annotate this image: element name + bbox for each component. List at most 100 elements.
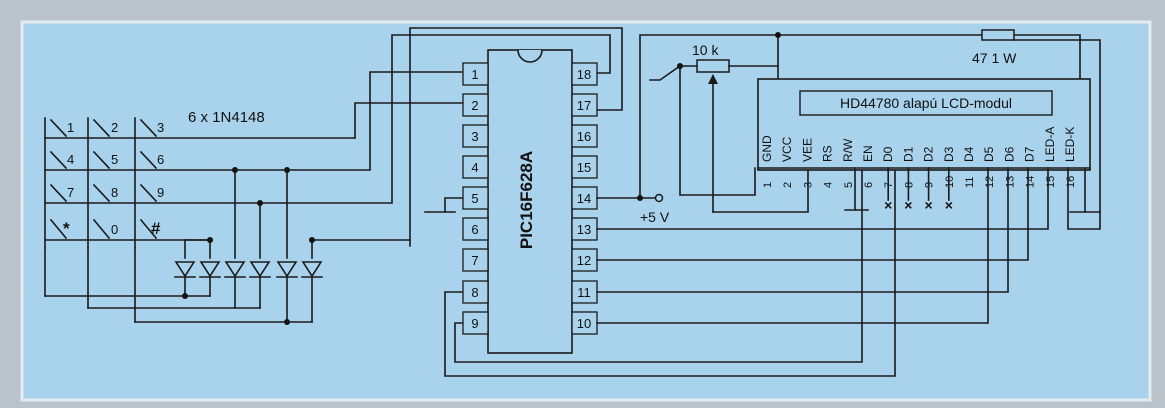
key-star: * — [63, 219, 70, 238]
pic-pin-label: 2 — [471, 98, 478, 113]
pic-pin-label: 18 — [577, 67, 591, 82]
key-3: 3 — [157, 120, 164, 135]
key-7: 7 — [67, 185, 74, 200]
resistor-label: 47 1 W — [972, 50, 1017, 66]
key-1: 1 — [67, 120, 74, 135]
lcd-pin-number: 7 — [883, 182, 895, 188]
lcd-pins: GND 1 VCC 2 VEE 3 RS 4 R/W 5 EN 6 D0 7 D1 8 D2 9 D3 10 D4 11 D… — [760, 127, 1077, 213]
lcd-pin-number: 6 — [863, 182, 875, 188]
pic-right-pins: 18 17 16 15 14 13 12 11 10 — [571, 62, 598, 335]
lcd-pin-number: 8 — [903, 182, 915, 188]
no-connect-mark: × — [904, 197, 912, 213]
lcd-pin-name: D7 — [1023, 146, 1037, 162]
pic-pin-3 — [462, 124, 489, 148]
key-hash: # — [151, 219, 161, 238]
pic-pin-label: 15 — [577, 160, 591, 175]
lcd-pin-name: EN — [861, 145, 875, 162]
key-6: 6 — [157, 152, 164, 167]
key-9: 9 — [157, 185, 164, 200]
lcd-pin-name: RS — [821, 145, 835, 162]
lcd-pin-name: D0 — [881, 146, 895, 162]
pic-pin-7 — [462, 248, 489, 272]
pic-pin-6 — [462, 217, 489, 241]
pic-pin-label: 1 — [471, 67, 478, 82]
no-connect-mark: × — [884, 197, 892, 213]
lcd-pin-number: 10 — [944, 176, 956, 188]
key-5: 5 — [111, 152, 118, 167]
pic-label: PIC16F628A — [517, 151, 536, 249]
pic-pin-18 — [571, 62, 598, 86]
lcd-title-box — [799, 90, 1053, 116]
pic-input-wires — [234, 27, 896, 377]
lcd-pin-name: R/W — [841, 138, 855, 162]
pic-output-wires — [596, 39, 1101, 324]
pic-pin-label: 12 — [577, 253, 591, 268]
keypad-column-buses — [44, 247, 288, 323]
pic-pin-label: 17 — [577, 98, 591, 113]
lcd-pin-number: 11 — [964, 177, 976, 188]
pic-pin-label: 7 — [471, 253, 478, 268]
lcd-pin-number: 12 — [984, 176, 996, 188]
lcd-pin-name: LED-K — [1063, 127, 1077, 162]
key-0: 0 — [111, 222, 118, 237]
lcd-pin-name: GND — [760, 135, 774, 162]
lcd-pin-name: D6 — [1002, 146, 1016, 162]
pic-pin-1 — [462, 62, 489, 86]
supply-label: +5 V — [640, 209, 670, 225]
lcd-pin-name: LED-A — [1043, 127, 1057, 162]
pic-pin-label: 8 — [471, 285, 478, 300]
no-connect-mark: × — [945, 197, 953, 213]
diodes-label: 6 x 1N4148 — [188, 109, 265, 126]
lcd-pin-number: 13 — [1004, 176, 1016, 188]
lcd-pin-name: D3 — [942, 146, 956, 162]
pic-pin-16 — [571, 124, 598, 148]
diode-array — [174, 167, 411, 325]
lcd-pin-name: VCC — [780, 136, 794, 162]
pot-body — [696, 59, 730, 73]
lcd-pin-number: 4 — [823, 182, 835, 188]
pic-pin-8 — [462, 280, 489, 304]
no-connect-mark: × — [925, 197, 933, 213]
pic-pin-label: 10 — [577, 316, 591, 331]
key-2: 2 — [111, 120, 118, 135]
pic-pin-label: 9 — [471, 316, 478, 331]
pic-pin-5 — [462, 186, 489, 210]
lcd-pin-name: D1 — [901, 146, 915, 162]
pic-pin-label: 14 — [577, 191, 591, 206]
key-8: 8 — [111, 185, 118, 200]
lcd-pin-number: 2 — [782, 182, 794, 188]
pic-pin-label: 5 — [471, 191, 478, 206]
lcd-pin-name: D5 — [982, 146, 996, 162]
pic-pin-label: 13 — [577, 222, 591, 237]
lcd-pin-name: D4 — [962, 146, 976, 162]
pic-pin-label: 16 — [577, 129, 591, 144]
keypad: 1 2 3 4 5 6 7 8 9 * 0 # — [44, 117, 356, 249]
pic-pin-label: 4 — [471, 160, 478, 175]
lcd-pin-number: 5 — [843, 182, 855, 188]
pic-pin-label: 11 — [577, 285, 591, 300]
pic-left-pins: 1 2 3 4 5 6 7 8 9 — [462, 62, 489, 335]
lcd-pin-name: D2 — [922, 146, 936, 162]
lcd-pin-number: 15 — [1045, 176, 1057, 188]
lcd-pin-number: 1 — [762, 182, 774, 188]
lcd-pin-number: 16 — [1065, 176, 1077, 188]
lcd-module: HD44780 alapú LCD-modul — [757, 78, 1091, 171]
key-4: 4 — [67, 152, 74, 167]
lcd-title: HD44780 alapú LCD-modul — [840, 95, 1012, 111]
pot-label: 10 k — [692, 42, 719, 58]
pic-chip: PIC16F628A 1 2 3 4 5 6 7 8 9 — [462, 49, 598, 354]
pic-pin-15 — [571, 155, 598, 179]
lcd-pin-number: 9 — [924, 182, 936, 188]
resistor-47: 47 1 W — [972, 29, 1017, 66]
pic-pin-label: 6 — [471, 222, 478, 237]
lcd-pin-number: 3 — [802, 182, 814, 188]
pic-pin-9 — [462, 311, 489, 335]
lcd-pin-number: 14 — [1025, 176, 1037, 188]
keypad-switches — [49, 118, 158, 240]
lcd-pin-name: VEE — [800, 138, 814, 162]
pic-pin-17 — [571, 93, 598, 117]
pic-pin-label: 3 — [471, 129, 478, 144]
pic-pin-2 — [462, 93, 489, 117]
